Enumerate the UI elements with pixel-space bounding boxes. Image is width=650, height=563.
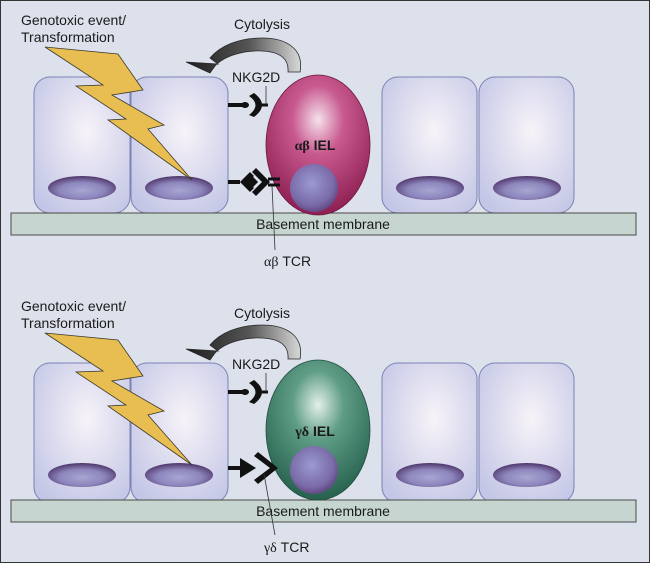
cell-nucleus — [493, 463, 561, 487]
gamma-delta-iel-label: γδ IEL — [294, 423, 335, 440]
cell-nucleus — [396, 176, 464, 200]
iel-nucleus — [290, 164, 338, 212]
lightning-bolt-icon — [44, 46, 193, 181]
cell-nucleus — [48, 176, 116, 200]
cell-nucleus — [396, 463, 464, 487]
panel-alpha-beta: Basement membrane Genotoxic event/ Trans… — [10, 12, 637, 270]
gamma-delta-tcr-icon — [228, 452, 278, 536]
basement-membrane-label: Basement membrane — [256, 216, 390, 232]
genotoxic-event-label: Genotoxic event/ — [21, 12, 126, 28]
transformation-label: Transformation — [21, 29, 115, 45]
cell-nucleus — [493, 176, 561, 200]
alpha-beta-tcr-label: αβ TCR — [264, 253, 311, 270]
nkg2d-label: NKG2D — [232, 356, 280, 372]
cytolysis-arrow-icon — [185, 324, 302, 361]
cell-nucleus — [145, 176, 213, 200]
cell-nucleus — [145, 463, 213, 487]
alpha-beta-tcr-icon — [228, 168, 280, 251]
cytolysis-arrow-icon — [185, 37, 302, 74]
cell-nucleus — [48, 463, 116, 487]
cytolysis-label: Cytolysis — [234, 305, 290, 321]
nkg2d-ligand-receptor-icon — [228, 373, 268, 404]
nkg2d-label: NKG2D — [232, 69, 280, 85]
gamma-delta-tcr-label: γδ TCR — [263, 539, 309, 556]
cytolysis-label: Cytolysis — [234, 16, 290, 32]
alpha-beta-iel-label: αβ IEL — [295, 137, 336, 154]
genotoxic-event-label: Genotoxic event/ — [21, 298, 126, 314]
basement-membrane-label: Basement membrane — [256, 503, 390, 519]
panel-gamma-delta: Basement membrane Genotoxic event/ Trans… — [10, 298, 637, 556]
transformation-label: Transformation — [21, 315, 115, 331]
iel-nucleus — [290, 446, 338, 494]
nkg2d-ligand-receptor-icon — [228, 86, 268, 117]
lightning-bolt-icon — [44, 332, 193, 466]
